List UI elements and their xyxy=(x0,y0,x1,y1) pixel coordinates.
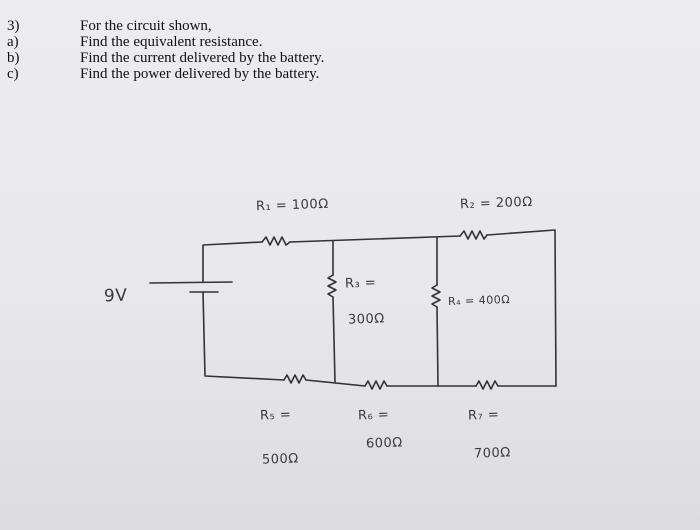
resistor-r6 xyxy=(364,380,388,390)
part-a-text: Find the equivalent resistance. xyxy=(80,34,263,50)
wire-left-top xyxy=(202,241,263,283)
r1-label: R₁ = 100Ω xyxy=(255,196,329,215)
r7-name-label: R₇ = xyxy=(467,407,500,424)
problem-number: 3) xyxy=(7,18,20,34)
wire-branch-r4-bottom xyxy=(436,306,439,387)
r7-value-label: 700Ω xyxy=(473,445,512,462)
r6-name-label: R₆ = xyxy=(357,407,390,424)
r6-value-label: 600Ω xyxy=(365,435,404,452)
wire-top xyxy=(289,235,461,243)
resistor-r2 xyxy=(459,230,488,240)
resistor-r4 xyxy=(431,284,441,308)
r5-name-label: R₅ = xyxy=(259,407,292,424)
r2-label: R₂ = 200Ω xyxy=(459,194,533,213)
part-a-letter: a) xyxy=(7,34,19,50)
wire-bottom-mid xyxy=(305,379,366,387)
part-b-letter: b) xyxy=(7,50,20,66)
part-c-text: Find the power delivered by the battery. xyxy=(80,66,320,82)
r5-value-label: 500Ω xyxy=(261,451,300,468)
battery-long-plate xyxy=(149,281,233,284)
r3-name-label: R₃ = xyxy=(344,275,377,292)
wire-top-right xyxy=(486,229,557,387)
wire-branch-r3-bottom xyxy=(332,296,336,383)
resistor-r1 xyxy=(261,236,291,246)
resistor-r5 xyxy=(283,374,307,384)
resistor-r7 xyxy=(475,380,499,390)
part-b-text: Find the current delivered by the batter… xyxy=(80,50,325,66)
part-c-letter: c) xyxy=(7,66,19,82)
problem-intro: For the circuit shown, xyxy=(80,18,212,34)
r4-label: R₄ = 400Ω xyxy=(447,292,511,309)
battery-label: 9V xyxy=(103,285,128,307)
wire-left-bottom xyxy=(202,291,285,381)
r3-value-label: 300Ω xyxy=(347,311,386,328)
resistor-r3 xyxy=(327,274,337,298)
